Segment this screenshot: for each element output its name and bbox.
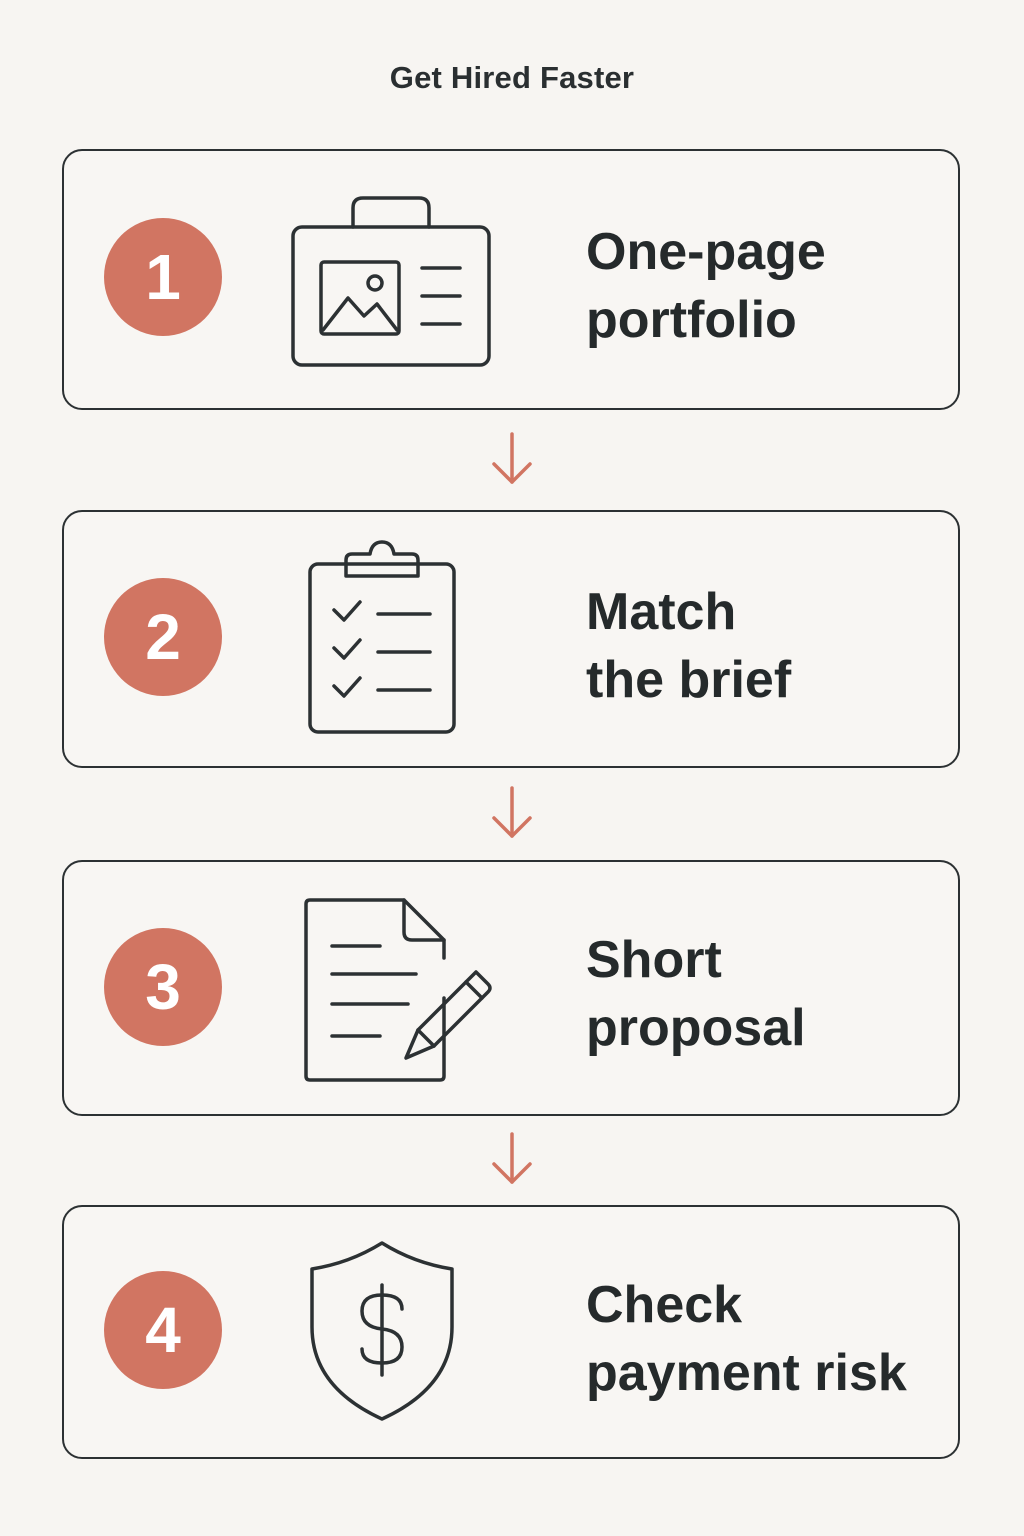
down-arrow-icon (492, 1132, 532, 1184)
step-label-line-1: One-page (586, 223, 826, 281)
shield-dollar-icon (310, 1241, 454, 1421)
down-arrow-icon (492, 786, 532, 838)
step-label: Check payment risk (586, 1271, 907, 1407)
step-label: Short proposal (586, 926, 806, 1062)
step-card-4: 4 Check payment risk (62, 1205, 960, 1459)
step-label-line-2: proposal (586, 999, 806, 1057)
step-number-badge: 1 (104, 218, 222, 336)
step-label-line-1: Match (586, 583, 737, 641)
step-number-badge: 2 (104, 578, 222, 696)
step-label-line-2: payment risk (586, 1344, 907, 1402)
step-number-badge: 4 (104, 1271, 222, 1389)
step-card-3: 3 Short proposal (62, 860, 960, 1116)
step-card-2: 2 Match the brief (62, 510, 960, 768)
document-pencil-icon (304, 898, 492, 1082)
step-label: One-page portfolio (586, 218, 826, 354)
step-card-1: 1 One-page portfolio (62, 149, 960, 410)
portfolio-icon (291, 196, 491, 367)
step-number-badge: 3 (104, 928, 222, 1046)
step-label-line-1: Short (586, 931, 722, 989)
step-label: Match the brief (586, 578, 791, 714)
diagram-title: Get Hired Faster (389, 60, 635, 95)
clipboard-checklist-icon (308, 540, 456, 734)
step-label-line-2: the brief (586, 651, 792, 709)
down-arrow-icon (492, 432, 532, 484)
step-label-line-2: portfolio (586, 291, 797, 349)
step-label-line-1: Check (586, 1276, 743, 1334)
